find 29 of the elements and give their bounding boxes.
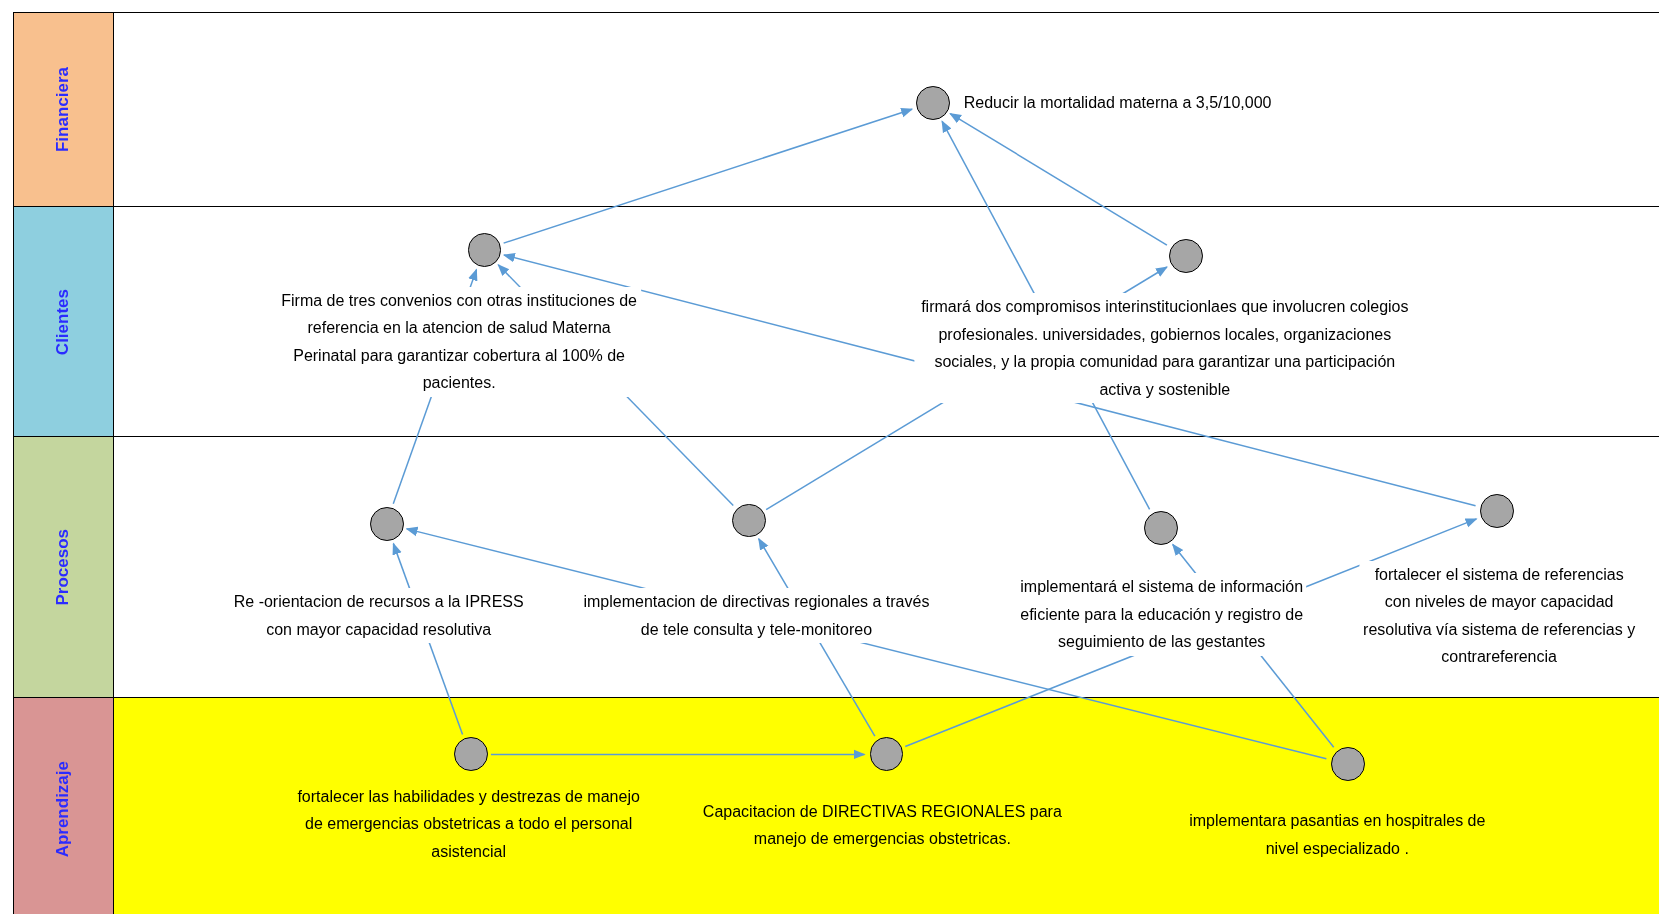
node-circle [1330, 746, 1365, 781]
arrow [758, 537, 876, 737]
lane-label: Procesos [53, 528, 74, 606]
arrow [502, 108, 914, 244]
node-circle [732, 503, 766, 538]
node-circle [370, 506, 405, 541]
arrow [502, 253, 1477, 507]
arrow [941, 120, 1151, 511]
node-circle [1480, 494, 1514, 528]
node-circle [467, 232, 502, 267]
swimlane [12, 697, 1659, 914]
arrow [405, 526, 1328, 760]
node-circle [453, 737, 488, 772]
lane-label: Financiera [53, 67, 74, 153]
arrow [392, 542, 464, 736]
arrow [949, 112, 1168, 246]
arrow [392, 268, 478, 505]
arrow [1172, 543, 1335, 749]
node-circle [1169, 239, 1203, 273]
arrow [490, 749, 866, 760]
lane-label: Aprendizaje [53, 760, 74, 858]
node-circle [916, 85, 951, 120]
node-circle [1143, 511, 1178, 545]
arrow [904, 518, 1478, 748]
node-circle [869, 737, 904, 772]
swimlane [12, 11, 1659, 208]
arrow [765, 266, 1168, 511]
lane-label: Clientes [53, 288, 74, 355]
arrow [497, 264, 734, 507]
